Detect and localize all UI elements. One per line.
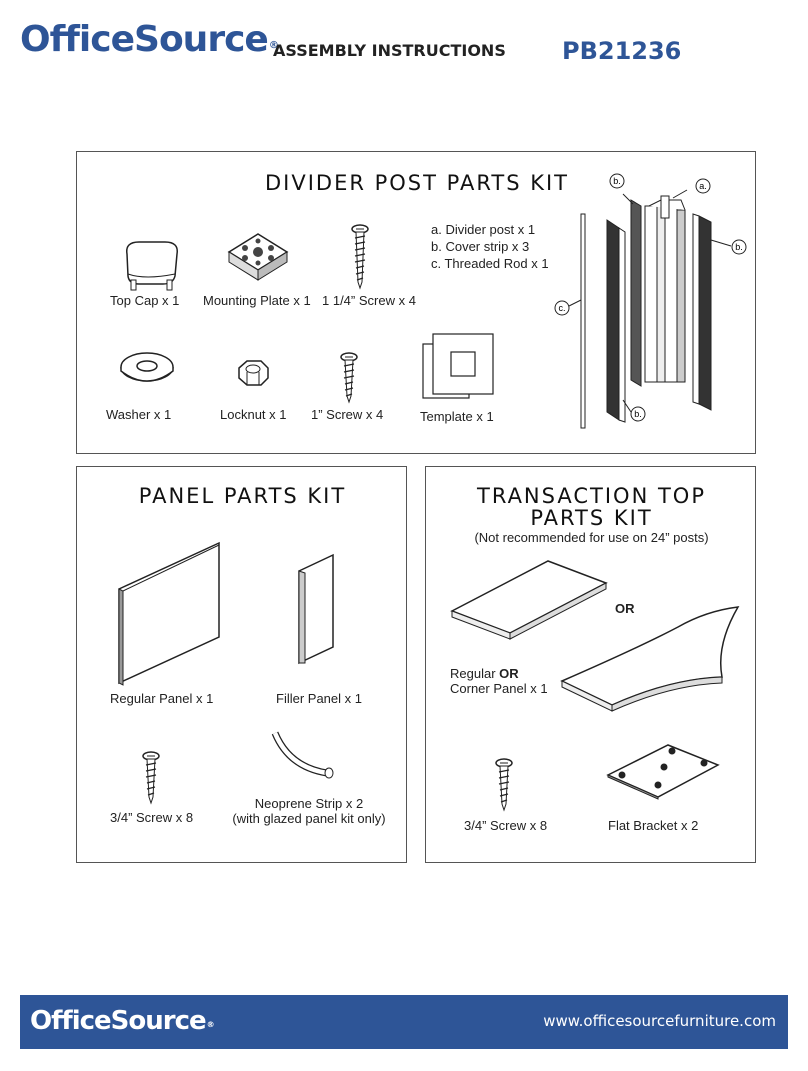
mounting-plate-icon <box>227 233 289 281</box>
top-cap-icon <box>126 241 178 291</box>
transaction-kit-title-line2: PARTS KIT <box>530 506 653 530</box>
callout-a: a. <box>699 181 707 191</box>
divider-kit-title: DIVIDER POST PARTS KIT <box>264 171 570 195</box>
mounting-plate-label: Mounting Plate x 1 <box>203 293 311 308</box>
document-type: ASSEMBLY INSTRUCTIONS <box>273 41 506 60</box>
filler-panel-icon <box>298 553 334 665</box>
screw-short-icon <box>340 352 358 404</box>
screw-long-label: 1 1/4” Screw x 4 <box>322 293 416 308</box>
regular-panel-icon <box>118 541 220 686</box>
locknut-label: Locknut x 1 <box>220 407 287 422</box>
footer-website-link[interactable]: www.officesourcefurniture.com <box>543 1012 776 1030</box>
callout-c: c. <box>558 303 565 313</box>
footer-bar: OfficeSource® www.officesourcefurniture.… <box>20 995 788 1049</box>
transaction-panel-label-line2: Corner Panel x 1 <box>450 681 548 696</box>
neoprene-label-line2: (with glazed panel kit only) <box>232 811 386 826</box>
transaction-kit-subtitle: (Not recommended for use on 24” posts) <box>474 530 709 545</box>
product-code: PB21236 <box>562 37 682 65</box>
washer-icon <box>120 352 174 382</box>
or-separator: OR <box>615 601 635 616</box>
divider-kit-box: DIVIDER POST PARTS KIT Top Cap x 1 Mount… <box>76 151 756 454</box>
callout-b-right: b. <box>735 242 743 252</box>
callout-b-bottom: b. <box>634 409 642 419</box>
top-cap-label: Top Cap x 1 <box>110 293 180 308</box>
filler-panel-label: Filler Panel x 1 <box>276 691 362 706</box>
panel-kit-title: PANEL PARTS KIT <box>138 484 347 508</box>
washer-label: Washer x 1 <box>106 407 172 422</box>
callout-b-top: b. <box>613 176 621 186</box>
flat-bracket-icon <box>606 744 720 800</box>
panel-screw-icon <box>142 751 160 805</box>
legend-cover-strip: b. Cover strip x 3 <box>431 239 530 254</box>
registered-mark: ® <box>268 40 279 51</box>
regular-top-icon <box>450 560 608 640</box>
corner-top-icon <box>560 606 740 712</box>
template-icon <box>422 333 494 399</box>
transaction-kit-title-line1: TRANSACTION TOP <box>477 484 706 508</box>
footer-brand-logo: OfficeSource® <box>30 1006 215 1036</box>
neoprene-strip-icon <box>271 731 334 779</box>
legend-threaded-rod: c. Threaded Rod x 1 <box>431 256 549 271</box>
screw-short-label: 1” Screw x 4 <box>311 407 384 422</box>
locknut-icon <box>238 360 269 386</box>
transaction-kit-box: TRANSACTION TOP PARTS KIT (Not recommend… <box>425 466 756 863</box>
regular-panel-label: Regular Panel x 1 <box>110 691 214 706</box>
transaction-panel-label-line1: Regular OR <box>450 666 519 681</box>
legend-divider-post: a. Divider post x 1 <box>431 222 536 237</box>
template-label: Template x 1 <box>420 409 494 424</box>
panel-kit-box: PANEL PARTS KIT Regular Panel x 1 Filler… <box>76 466 407 863</box>
divider-post-illustration-icon: b. a. b. c. b. <box>554 173 747 429</box>
flat-bracket-label: Flat Bracket x 2 <box>608 818 699 833</box>
panel-screw-label: 3/4” Screw x 8 <box>110 810 194 825</box>
transaction-screw-label: 3/4” Screw x 8 <box>464 818 548 833</box>
neoprene-label-line1: Neoprene Strip x 2 <box>254 796 364 811</box>
brand-logo: OfficeSource® <box>20 19 279 60</box>
screw-long-icon <box>351 224 369 290</box>
transaction-screw-icon <box>495 758 513 812</box>
